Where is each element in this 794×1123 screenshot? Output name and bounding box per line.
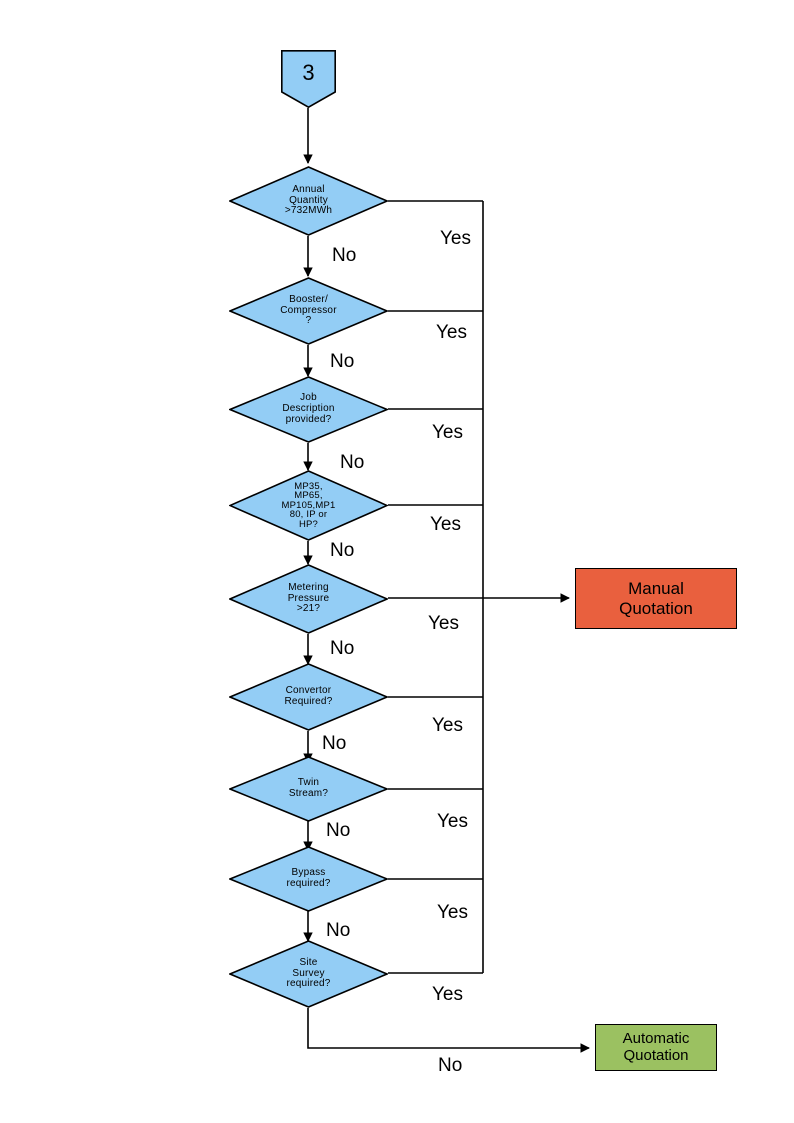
diamond-shape <box>229 663 388 731</box>
edge-label-yes-site-survey: Yes <box>432 984 463 1005</box>
pentagon-shape <box>281 50 336 108</box>
edge-label-no-annual-quantity: No <box>332 245 357 266</box>
edge-label-yes-booster: Yes <box>436 322 467 343</box>
diamond-shape <box>229 277 388 345</box>
decision-bypass[interactable]: Bypass required? <box>229 846 388 912</box>
terminal-automatic-quotation[interactable]: Automatic Quotation <box>595 1024 717 1071</box>
diamond-shape <box>229 940 388 1008</box>
diamond-shape <box>229 470 388 541</box>
decision-twin-stream[interactable]: Twin Stream? <box>229 756 388 822</box>
decision-annual-quantity[interactable]: Annual Quantity >732MWh <box>229 166 388 236</box>
diamond-shape <box>229 376 388 443</box>
edge-label-yes-bypass: Yes <box>437 902 468 923</box>
edge-label-yes-meter-type: Yes <box>430 514 461 535</box>
decision-convertor[interactable]: Convertor Required? <box>229 663 388 731</box>
terminal-manual-quotation[interactable]: Manual Quotation <box>575 568 737 629</box>
edge-label-no-booster: No <box>330 351 355 372</box>
decision-metering-pressure[interactable]: Metering Pressure >21? <box>229 564 388 634</box>
edge-label-no-metering-pressure: No <box>330 638 355 659</box>
edge-label-yes-annual-quantity: Yes <box>440 228 471 249</box>
edge-label-no-twin-stream: No <box>326 820 351 841</box>
edge-label-no-bypass: No <box>326 920 351 941</box>
decision-site-survey[interactable]: Site Survey required? <box>229 940 388 1008</box>
connector-node-3[interactable]: 3 <box>281 50 336 108</box>
edge-site-survey-no-to-automatic <box>307 1008 590 1053</box>
diamond-shape <box>229 846 388 912</box>
edge-label-no-site-survey: No <box>438 1055 463 1076</box>
edge-label-no-convertor: No <box>322 733 347 754</box>
diamond-shape <box>229 166 388 236</box>
edge-label-yes-twin-stream: Yes <box>437 811 468 832</box>
terminal-label: Automatic Quotation <box>622 1029 690 1064</box>
connector-label: 3 <box>302 60 315 85</box>
edge-label-yes-convertor: Yes <box>432 715 463 736</box>
decision-booster[interactable]: Booster/ Compressor ? <box>229 277 388 345</box>
decision-meter-type[interactable]: MP35, MP65, MP105,MP1 80, IP or HP? <box>229 470 388 541</box>
decision-job-description[interactable]: Job Description provided? <box>229 376 388 443</box>
diamond-shape <box>229 756 388 822</box>
edge-label-no-job-description: No <box>340 452 365 473</box>
edge-label-no-meter-type: No <box>330 540 355 561</box>
diamond-shape <box>229 564 388 634</box>
edge-label-yes-job-description: Yes <box>432 422 463 443</box>
edge-label-yes-metering-pressure: Yes <box>428 613 459 634</box>
terminal-label: Manual Quotation <box>619 579 693 618</box>
